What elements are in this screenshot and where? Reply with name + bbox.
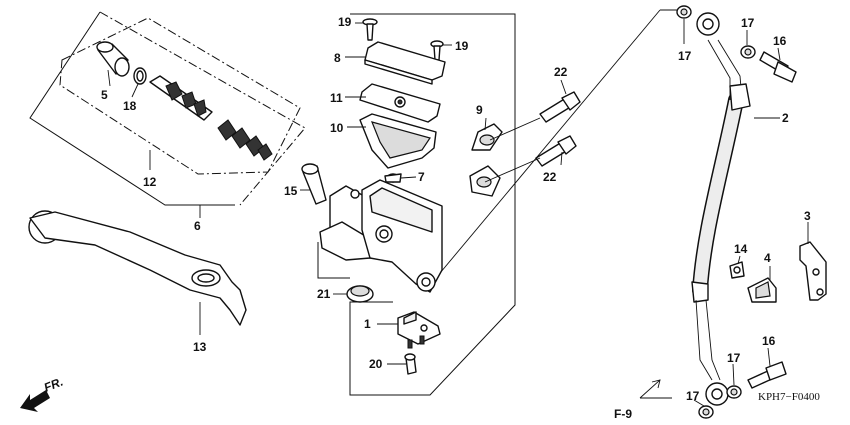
callout-22-upper: 22	[554, 65, 568, 79]
leader-lines	[107, 19, 809, 407]
callout-5: 5	[101, 88, 108, 102]
callout-22-lower: 22	[543, 170, 557, 184]
callout-18: 18	[123, 99, 137, 113]
diaphragm	[359, 113, 437, 169]
callout-16-upper: 16	[773, 34, 787, 48]
callout-16-lower: 16	[762, 334, 776, 348]
set-plate	[359, 83, 441, 123]
brake-light-switch	[397, 311, 441, 349]
callout-19-right: 19	[455, 39, 469, 53]
lower-oil-bolt	[747, 361, 787, 389]
brake-hose	[691, 39, 751, 381]
snap-ring	[133, 67, 147, 85]
holder-bolt-upper	[539, 91, 581, 123]
lever-pivot-bolt	[301, 163, 327, 205]
upper-oil-bolt	[759, 51, 797, 83]
holder-bolt-lower	[535, 135, 577, 167]
reservoir-box	[317, 9, 677, 396]
front-direction-arrow	[20, 390, 50, 412]
callout-17-lower-left: 17	[686, 389, 700, 403]
master-cylinder-body	[319, 179, 443, 293]
callout-15: 15	[284, 184, 298, 198]
callout-14: 14	[734, 242, 748, 256]
callout-1: 1	[364, 317, 371, 331]
clamp-bolt	[729, 261, 745, 279]
ref-arrow	[639, 379, 672, 399]
reservoir-plate	[384, 173, 402, 183]
reservoir-screw-right	[430, 40, 444, 61]
reference-page-label: F-9	[614, 407, 632, 421]
front-direction-label: FR.	[42, 375, 65, 395]
brake-lever	[28, 210, 247, 326]
lower-banjo-fitting	[698, 382, 742, 419]
callout-3: 3	[804, 209, 811, 223]
switch-screw	[404, 353, 417, 375]
callout-6: 6	[194, 219, 201, 233]
hose-clamp	[747, 277, 777, 303]
callout-17-upper-right: 17	[741, 16, 755, 30]
diagram-code: KPH7−F0400	[758, 391, 820, 403]
callout-2: 2	[782, 111, 789, 125]
mirror-cap	[346, 285, 374, 303]
callout-20: 20	[369, 357, 383, 371]
callout-10: 10	[330, 121, 344, 135]
callout-19-left: 19	[338, 15, 352, 29]
piston-boot	[96, 41, 130, 77]
group-dash-12	[59, 17, 301, 175]
callout-4: 4	[764, 251, 771, 265]
reservoir-cap	[364, 41, 446, 85]
callout-21: 21	[317, 287, 331, 301]
reservoir-screw-left	[362, 18, 378, 41]
callout-17-lower-right: 17	[727, 351, 741, 365]
piston-kit-group	[29, 11, 306, 206]
callout-12: 12	[143, 175, 157, 189]
piston-assembly	[149, 75, 213, 121]
spring	[217, 119, 273, 161]
callout-7: 7	[418, 170, 425, 184]
callout-9: 9	[476, 103, 483, 117]
upper-banjo-fitting	[676, 5, 756, 59]
callout-11: 11	[330, 91, 343, 105]
hose-bracket	[799, 241, 827, 301]
callout-8: 8	[334, 51, 341, 65]
group-dash-6	[99, 11, 306, 206]
callout-13: 13	[193, 340, 207, 354]
callouts: 5 18 12 6 13 19 19 8 11 10 7 15 21 1 20 …	[101, 15, 811, 403]
callout-17-upper-left: 17	[678, 49, 692, 63]
master-cylinder-holder	[469, 123, 503, 197]
